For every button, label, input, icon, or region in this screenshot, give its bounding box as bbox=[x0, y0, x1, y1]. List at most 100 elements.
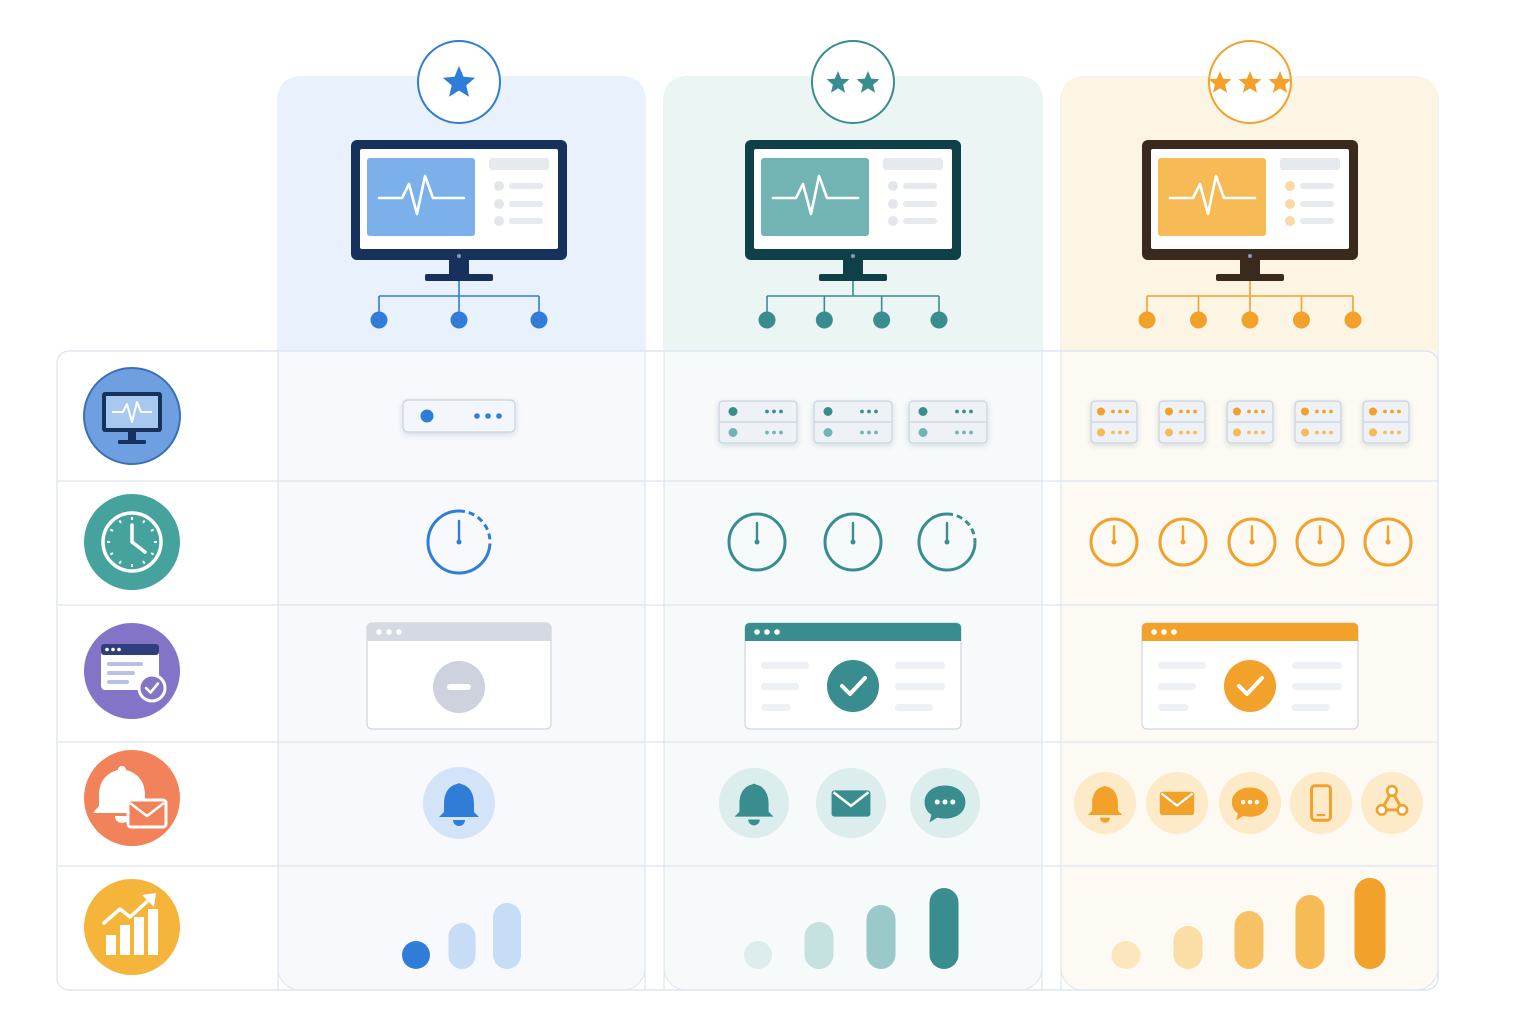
timer-center bbox=[1111, 539, 1117, 545]
browser-dot bbox=[386, 629, 392, 635]
chat-dot bbox=[1254, 799, 1260, 805]
standard-analytics-cell bbox=[744, 888, 959, 969]
server-led bbox=[772, 409, 776, 414]
standard-servers-cell bbox=[718, 400, 988, 444]
bell-clapper bbox=[453, 820, 465, 826]
monitor-list-line bbox=[509, 218, 543, 224]
timer-icon bbox=[917, 512, 977, 572]
page-text-line bbox=[895, 704, 933, 711]
browser-dot bbox=[754, 629, 760, 635]
monitor-list-line bbox=[903, 183, 937, 189]
webhook-node bbox=[1385, 784, 1399, 797]
server-led bbox=[1390, 409, 1394, 414]
signal-bar bbox=[929, 888, 959, 969]
server-led bbox=[1247, 430, 1251, 435]
server-status-light bbox=[823, 428, 833, 437]
monitor-list-line bbox=[903, 201, 937, 207]
timer-ring bbox=[1363, 517, 1413, 567]
server-status-light bbox=[1165, 407, 1173, 416]
page-text-line bbox=[895, 662, 945, 669]
server-led bbox=[1329, 409, 1333, 414]
clock-tick bbox=[150, 552, 155, 556]
server-led bbox=[1186, 409, 1190, 414]
page-text-line bbox=[761, 683, 799, 690]
server-led bbox=[765, 409, 769, 414]
server-led bbox=[1261, 430, 1265, 435]
monitor-text-bar bbox=[883, 158, 943, 170]
standard-network-tree bbox=[758, 281, 948, 329]
clock-tick bbox=[142, 519, 146, 524]
timer-icon bbox=[426, 509, 492, 575]
monitor-base bbox=[425, 274, 493, 281]
timer-icon bbox=[1227, 517, 1277, 567]
server-led bbox=[867, 430, 871, 435]
page-text-line bbox=[1292, 683, 1342, 690]
chart-growth-icon bbox=[84, 879, 180, 975]
server-led bbox=[779, 430, 783, 435]
clock-tick bbox=[118, 519, 122, 524]
monitor-list-line bbox=[509, 201, 543, 207]
server-led bbox=[962, 409, 966, 414]
chat-dot bbox=[1247, 799, 1253, 805]
check-badge bbox=[1224, 660, 1276, 712]
monitor-base bbox=[118, 440, 146, 444]
timer-center bbox=[850, 539, 856, 545]
browser-titlebar bbox=[745, 623, 961, 641]
monitor-list-line bbox=[1300, 218, 1334, 224]
mail-icon bbox=[816, 768, 886, 838]
basic-alerts-cell bbox=[423, 767, 495, 839]
server-icon bbox=[1090, 400, 1138, 444]
timer-ring bbox=[823, 512, 883, 572]
monitor-pulse-icon bbox=[83, 367, 181, 465]
timer-ring bbox=[1158, 517, 1208, 567]
timer-center bbox=[754, 539, 760, 545]
monitor-list-dot bbox=[1285, 181, 1295, 191]
feature-table-border bbox=[56, 350, 1439, 991]
browser-dot bbox=[774, 629, 780, 635]
window-dot bbox=[117, 647, 121, 652]
network-node-icon bbox=[930, 311, 948, 329]
basic-servers-cell bbox=[402, 399, 516, 433]
server-led bbox=[962, 430, 966, 435]
monitor-power-dot bbox=[851, 254, 855, 258]
server-led bbox=[1179, 409, 1183, 414]
page-text-line bbox=[1158, 704, 1188, 711]
channel-circle bbox=[1290, 772, 1352, 834]
timer-ring bbox=[1089, 517, 1139, 567]
server-led bbox=[1254, 430, 1258, 435]
server-status-light bbox=[1301, 407, 1309, 416]
server-status-light bbox=[1097, 428, 1105, 437]
monitor-list-dot bbox=[1285, 199, 1295, 209]
monitor-neck bbox=[843, 260, 863, 274]
mail-flap bbox=[832, 791, 870, 808]
server-led bbox=[1125, 430, 1129, 435]
server-status-light bbox=[823, 407, 833, 416]
window-dot bbox=[111, 647, 115, 652]
window-titlebar bbox=[101, 644, 159, 655]
clock-tick bbox=[142, 560, 146, 565]
timer-icon bbox=[727, 512, 787, 572]
timer-center bbox=[1249, 539, 1255, 545]
server-led bbox=[1118, 409, 1122, 414]
pulse-line-icon bbox=[112, 401, 152, 423]
monitor-neck bbox=[449, 260, 469, 274]
clock-tick bbox=[109, 552, 114, 556]
star-icon bbox=[1238, 71, 1262, 93]
premium-header-monitor bbox=[1142, 140, 1358, 281]
bell-mail-icon bbox=[84, 750, 180, 846]
monitor-list-dot bbox=[494, 181, 504, 191]
pulse-line-icon bbox=[771, 174, 860, 216]
server-status-light bbox=[1165, 428, 1173, 437]
chat-dot bbox=[942, 799, 948, 805]
browser-titlebar bbox=[1142, 623, 1358, 641]
basic-status-page-cell bbox=[366, 622, 552, 730]
growth-bar bbox=[148, 909, 158, 955]
server-led bbox=[1179, 430, 1183, 435]
monitor-neck bbox=[1240, 260, 1260, 274]
premium-alerts-cell bbox=[1074, 772, 1423, 834]
timer-ring-partial bbox=[946, 512, 977, 544]
check-icon bbox=[144, 682, 160, 694]
growth-bar bbox=[120, 925, 130, 955]
server-status-light bbox=[1233, 428, 1241, 437]
